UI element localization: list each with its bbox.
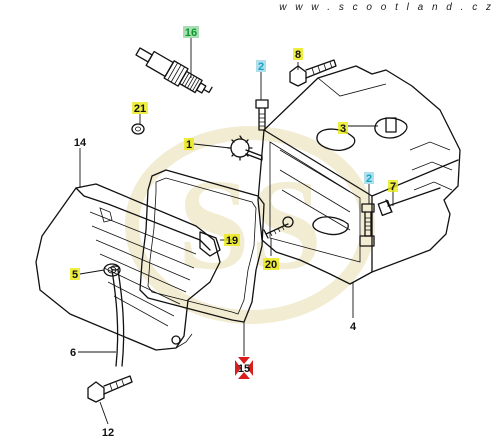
callout-text: 6 [70,347,76,359]
spark-plug-part[interactable] [133,43,214,101]
callout-text: 14 [74,137,87,149]
callout-2a[interactable]: 2 [256,60,266,73]
callout-text: 16 [185,27,197,39]
callout-14[interactable]: 14 [74,137,87,149]
watermark-logo-text: SS [178,153,323,297]
callout-6[interactable]: 6 [70,347,76,359]
watermark-logo: SS [125,126,375,324]
callout-highlight [132,102,148,114]
callout-15[interactable]: 15 [235,357,253,379]
callout-7[interactable]: 7 [388,180,398,193]
callout-text: 4 [350,321,357,333]
callout-20[interactable]: 20 [263,258,279,271]
callout-text: 20 [265,259,277,271]
callout-text: 21 [134,103,146,115]
callout-21[interactable]: 21 [132,102,148,115]
leader-lines [78,38,394,425]
callout-highlight [263,258,279,270]
callout-1[interactable]: 1 [184,138,194,151]
callout-text: 2 [258,61,264,73]
callout-text: 19 [226,235,238,247]
washer-part[interactable] [131,123,145,135]
oil-pump-gear-part[interactable] [227,135,263,161]
valve-cover-part[interactable] [35,183,221,351]
callout-8[interactable]: 8 [293,48,303,61]
callout-text: 7 [390,181,396,193]
callout-highlight [256,60,266,72]
website-watermark-text: w w w . s c o o t l a n d . c z [279,2,494,13]
callout-highlight [338,122,348,134]
bolt-part-12[interactable] [87,375,133,403]
callout-highlight [293,48,303,60]
callout-text: 3 [340,123,346,135]
callout-19[interactable]: 19 [224,234,240,247]
cylinder-head-part[interactable] [257,65,461,285]
callout-text: 8 [295,49,301,61]
callout-highlight [388,180,398,192]
callout-12[interactable]: 12 [102,427,114,439]
callout-marker [235,357,253,379]
callout-4[interactable]: 4 [350,321,357,333]
callout-highlight [183,26,199,38]
callout-highlight [364,172,374,184]
callout-5[interactable]: 5 [70,268,80,281]
callout-2b[interactable]: 2 [364,172,374,185]
bolt-part-2a[interactable] [255,99,269,131]
callout-text: 12 [102,427,114,439]
callout-text: 5 [72,269,78,281]
callout-text: 15 [238,363,250,375]
callout-16[interactable]: 16 [183,26,199,39]
bolt-part-2b[interactable] [359,203,375,247]
callout-text: 2 [366,173,372,185]
breather-hose-part[interactable] [110,265,125,367]
callout-highlight [224,234,240,246]
callout-highlight [70,268,80,280]
callout-3[interactable]: 3 [338,122,348,135]
callout-highlight [184,138,194,150]
callout-text: 1 [186,139,192,151]
bolt-part-20[interactable] [263,216,294,239]
